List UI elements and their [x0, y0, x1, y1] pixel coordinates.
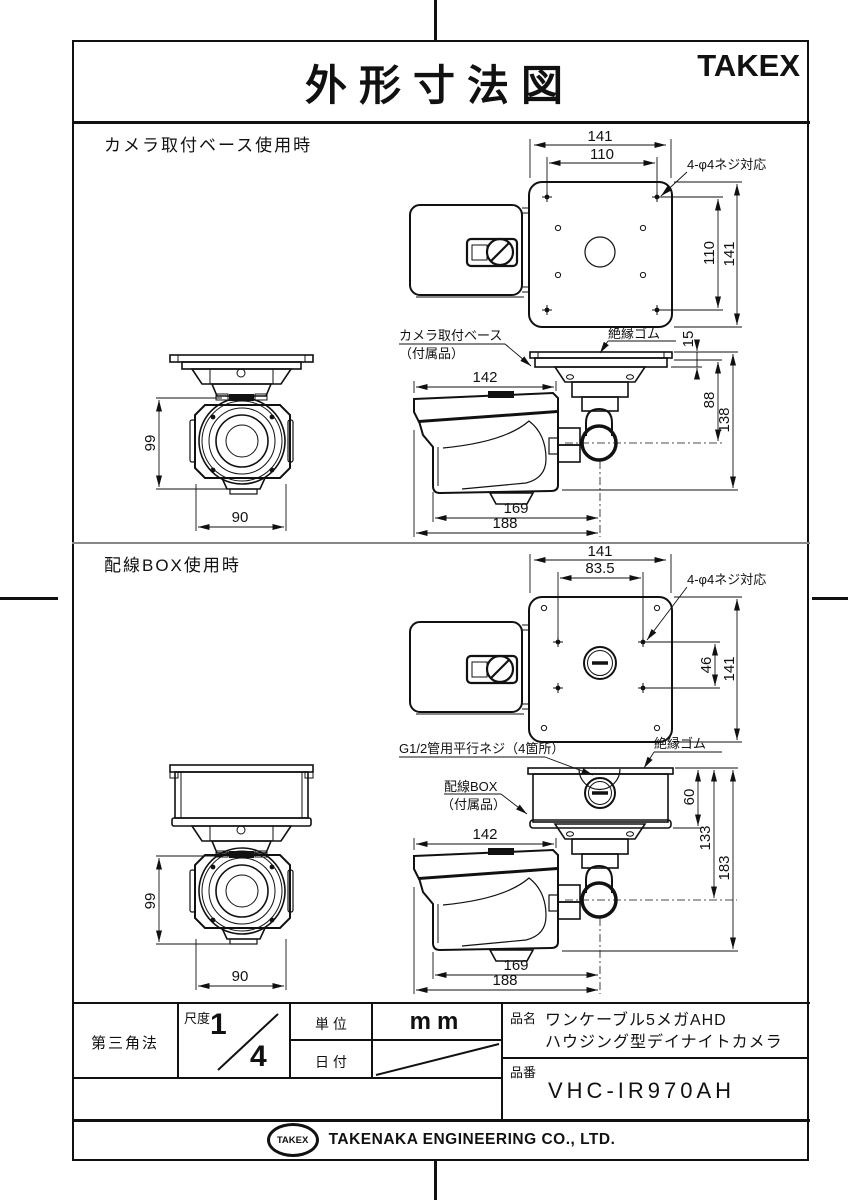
product-name-line2: ハウジング型デイナイトカメラ — [545, 1034, 783, 1051]
s2-bracket-side-view — [408, 620, 531, 716]
dim-s1-total-height: 138 — [716, 407, 733, 432]
title-band-divider — [72, 121, 810, 124]
s1-mounting-plate-front-view — [528, 181, 673, 328]
dim-s1-base-to-pivot: 88 — [701, 392, 718, 409]
dim-s2-plate-width: 141 — [587, 543, 612, 560]
page-title: 外形寸法図 — [304, 62, 575, 109]
company-name: TAKENAKA ENGINEERING CO., LTD. — [328, 1131, 616, 1148]
dim-s1-front-width: 90 — [232, 509, 249, 526]
unit-value: mm — [409, 1008, 465, 1035]
s1-base-label-sub: （付属品） — [399, 346, 464, 361]
scale-slash — [217, 1013, 279, 1071]
s2-box-label: 配線BOX — [444, 779, 498, 794]
product-name-line1: ワンケーブル5メガAHD — [545, 1012, 727, 1029]
scale-label: 尺度 — [184, 1011, 211, 1026]
s1-base-label: カメラ取付ベース — [399, 328, 502, 343]
dim-s2-front-to-pivot: 188 — [492, 972, 517, 989]
section-divider — [72, 542, 810, 544]
titleblock-line — [502, 1057, 808, 1059]
crop-mark-bottom — [434, 1160, 437, 1200]
s2-mounting-plate-front-view — [528, 596, 673, 743]
titleblock-line — [72, 1002, 810, 1004]
titleblock-line — [371, 1003, 373, 1078]
s1-side-dimensions: 絶縁ゴム カメラ取付ベース （付属品） 142 15 88 — [399, 326, 738, 537]
footer: TAKEX TAKENAKA ENGINEERING CO., LTD. — [72, 1120, 810, 1160]
dim-s2-box-height: 60 — [681, 789, 698, 806]
takex-oval-logo: TAKEX — [266, 1123, 319, 1157]
dim-s1-camera-width: 142 — [472, 369, 497, 386]
sheet-border — [72, 40, 809, 1161]
dim-s1-lens-to-pivot: 169 — [503, 500, 528, 517]
titleblock-line — [290, 1039, 502, 1041]
dim-s1-hole-pitch-w: 110 — [590, 146, 614, 163]
dim-s1-hole-pitch-h: 110 — [701, 241, 718, 265]
dim-s1-front-to-pivot: 188 — [492, 515, 517, 532]
titleblock-line — [72, 1119, 810, 1122]
takex-logo: TAKEX — [697, 48, 800, 83]
scale-numerator: 1 — [210, 1008, 227, 1041]
s2-rubber-label: 絶縁ゴム — [654, 736, 706, 751]
titleblock-line — [289, 1003, 291, 1078]
s2-side-view — [413, 767, 737, 994]
dim-s2-front-width: 90 — [232, 968, 249, 985]
dim-s2-total-height: 183 — [716, 855, 733, 880]
s2-plate-dimensions: 141 83.5 4-φ4ネジ対応 46 141 — [529, 543, 766, 743]
projection-method: 第三角法 — [90, 1035, 159, 1052]
dim-s2-plate-height: 141 — [721, 656, 738, 681]
dim-s2-hole-pitch-w: 83.5 — [585, 560, 614, 577]
dim-s2-lens-to-pivot: 169 — [503, 957, 528, 974]
dim-s1-plate-width: 141 — [587, 128, 612, 145]
s2-side-dimensions: G1/2管用平行ネジ（4箇所） 絶縁ゴム 配線BOX （付属品） 60 133 … — [399, 736, 738, 994]
date-label: 日 付 — [315, 1054, 347, 1070]
dim-s1-plate-height: 141 — [721, 241, 738, 266]
dim-s2-camera-width: 142 — [472, 826, 497, 843]
s1-screw-note: 4-φ4ネジ対応 — [687, 157, 766, 172]
section2-drawing: 141 83.5 4-φ4ネジ対応 46 141 G1/2管用平行ネジ（4箇所） — [142, 543, 766, 994]
dim-s2-front-height: 99 — [142, 893, 159, 910]
s1-rubber-label: 絶縁ゴム — [608, 326, 660, 341]
scale-denominator: 4 — [250, 1040, 267, 1073]
s1-front-view — [169, 354, 314, 495]
product-number-label: 品番 — [510, 1065, 537, 1080]
titleblock-line — [72, 1077, 502, 1079]
s1-bracket-side-view — [408, 203, 531, 299]
s2-thread-note: G1/2管用平行ネジ（4箇所） — [399, 741, 564, 756]
dim-s2-hole-pitch-h: 46 — [698, 657, 715, 674]
section2-label: 配線BOX使用時 — [104, 556, 241, 575]
crop-mark-left — [0, 597, 58, 600]
s2-front-dimensions: 99 90 — [142, 855, 287, 990]
dim-s1-rubber-thickness: 15 — [680, 331, 697, 348]
dim-s2-box-to-pivot: 133 — [697, 825, 714, 850]
s2-front-view — [169, 764, 314, 945]
product-number: VHC-IR970AH — [548, 1078, 736, 1103]
product-name-label: 品名 — [510, 1011, 537, 1026]
section1-label: カメラ取付ベース使用時 — [104, 136, 313, 155]
unit-label: 単 位 — [315, 1016, 347, 1032]
titleblock-line — [177, 1003, 179, 1078]
s1-side-view — [413, 351, 722, 537]
s1-plate-dimensions: 141 110 4-φ4ネジ対応 110 141 — [529, 128, 766, 328]
s2-box-label-sub: （付属品） — [441, 797, 506, 812]
titleblock-line — [501, 1003, 503, 1120]
date-slash — [375, 1043, 500, 1076]
s1-front-dimensions: 99 90 — [142, 397, 287, 531]
crop-mark-top — [434, 0, 437, 40]
crop-mark-right — [812, 597, 848, 600]
dim-s1-front-height: 99 — [142, 435, 159, 452]
section1-drawing: 141 110 4-φ4ネジ対応 110 141 絶縁ゴム — [142, 128, 766, 537]
s2-screw-note: 4-φ4ネジ対応 — [687, 572, 766, 587]
